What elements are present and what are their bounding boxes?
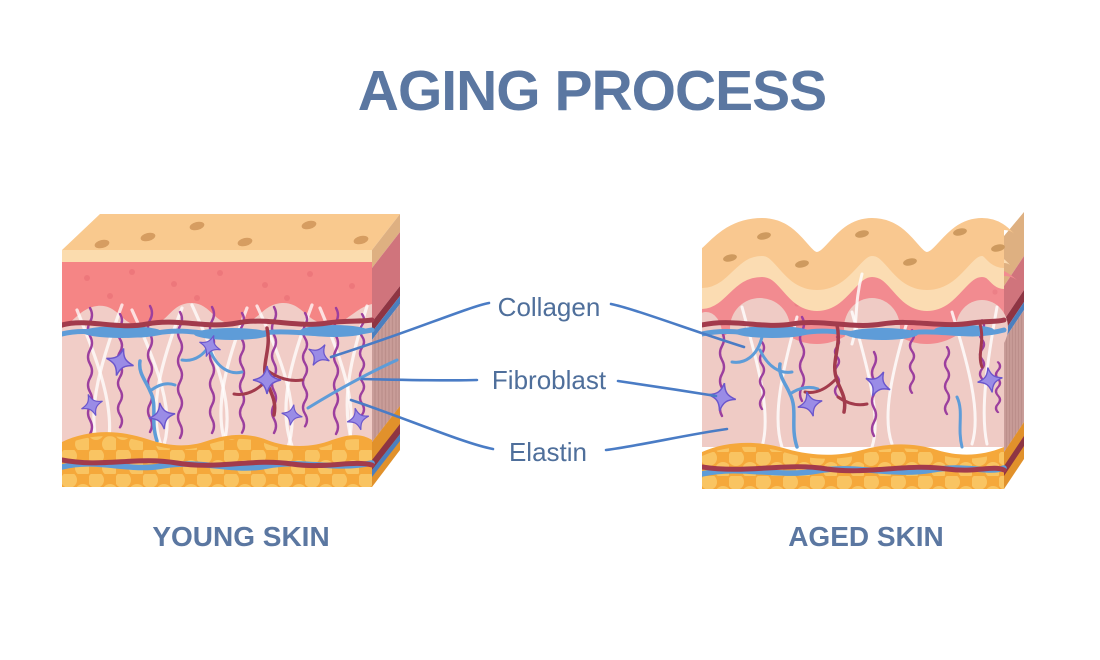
young-skin-illustration — [62, 214, 400, 487]
skin-pores — [723, 228, 1005, 268]
aged-skin-caption: AGED SKIN — [788, 521, 944, 552]
aged-skin-illustration — [702, 212, 1042, 489]
fibroblast-label: Fibroblast — [491, 365, 607, 395]
skin-pores — [94, 220, 369, 249]
elastin-label: Elastin — [508, 437, 588, 467]
blue-capillaries — [730, 335, 964, 449]
page-title: AGING PROCESS — [357, 59, 827, 123]
young-skin-caption: YOUNG SKIN — [152, 521, 330, 552]
dermal-vessels — [702, 317, 1007, 414]
young-hypodermis — [62, 432, 375, 487]
aged-epidermis — [702, 227, 1008, 358]
young-top-surface — [62, 214, 400, 250]
aged-hypodermis — [702, 442, 1007, 489]
epidermis-cells — [84, 269, 355, 301]
aged-cut-side — [1004, 212, 1024, 489]
young-cut-side — [372, 214, 400, 487]
hypodermis-vessels — [62, 457, 375, 471]
hypodermis-vessels — [702, 464, 1007, 477]
collagen-label: Collagen — [497, 292, 601, 322]
